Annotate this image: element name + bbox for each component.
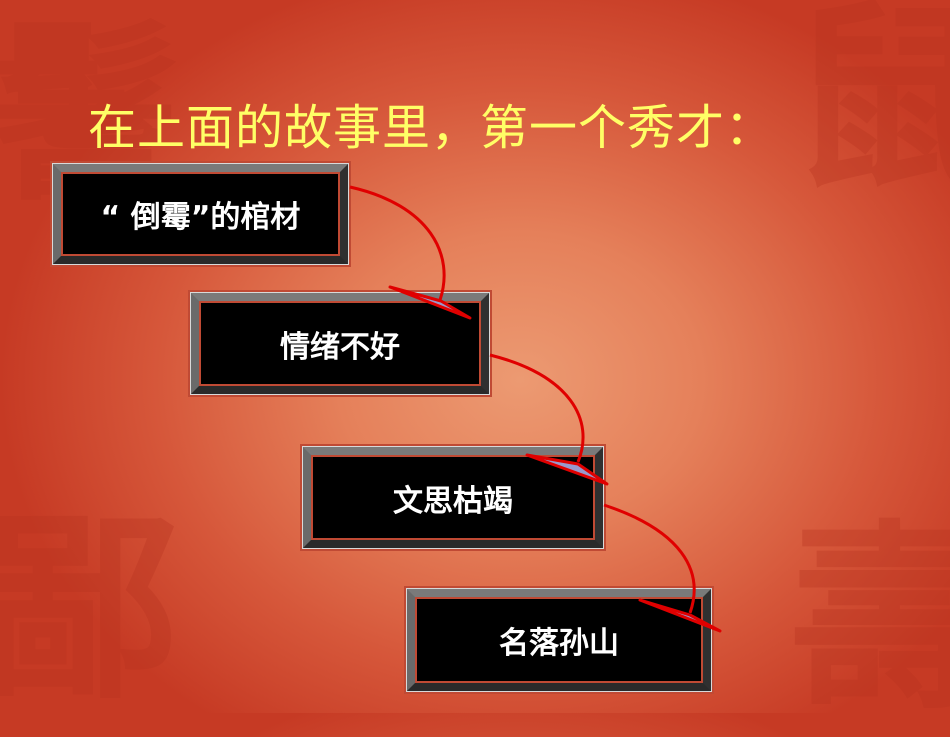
cause-box-coffin-label: “ 倒霉”的棺材 [100,200,301,235]
effect-box-bad-mood[interactable]: 情绪不好 [190,292,490,395]
seal-stamp-bottom-left: 鄙 [0,492,181,727]
effect-box-writers-block[interactable]: 文思枯竭 [302,446,604,549]
effect-box-failed-exam-label: 名落孙山 [499,626,619,661]
effect-box-bad-mood-label: 情绪不好 [280,329,400,365]
effect-box-failed-exam[interactable]: 名落孙山 [406,588,712,692]
effect-box-writers-block-label: 文思枯竭 [393,483,513,519]
slide-title: 在上面的故事里，第一个秀才： [88,100,775,156]
cause-box-coffin[interactable]: “ 倒霉”的棺材 [52,163,349,265]
seal-stamp-top-right: 鼠 [790,0,950,217]
flow-arrow-line-1 [349,185,446,301]
seal-stamp-bottom-right: 壽 [790,502,950,737]
